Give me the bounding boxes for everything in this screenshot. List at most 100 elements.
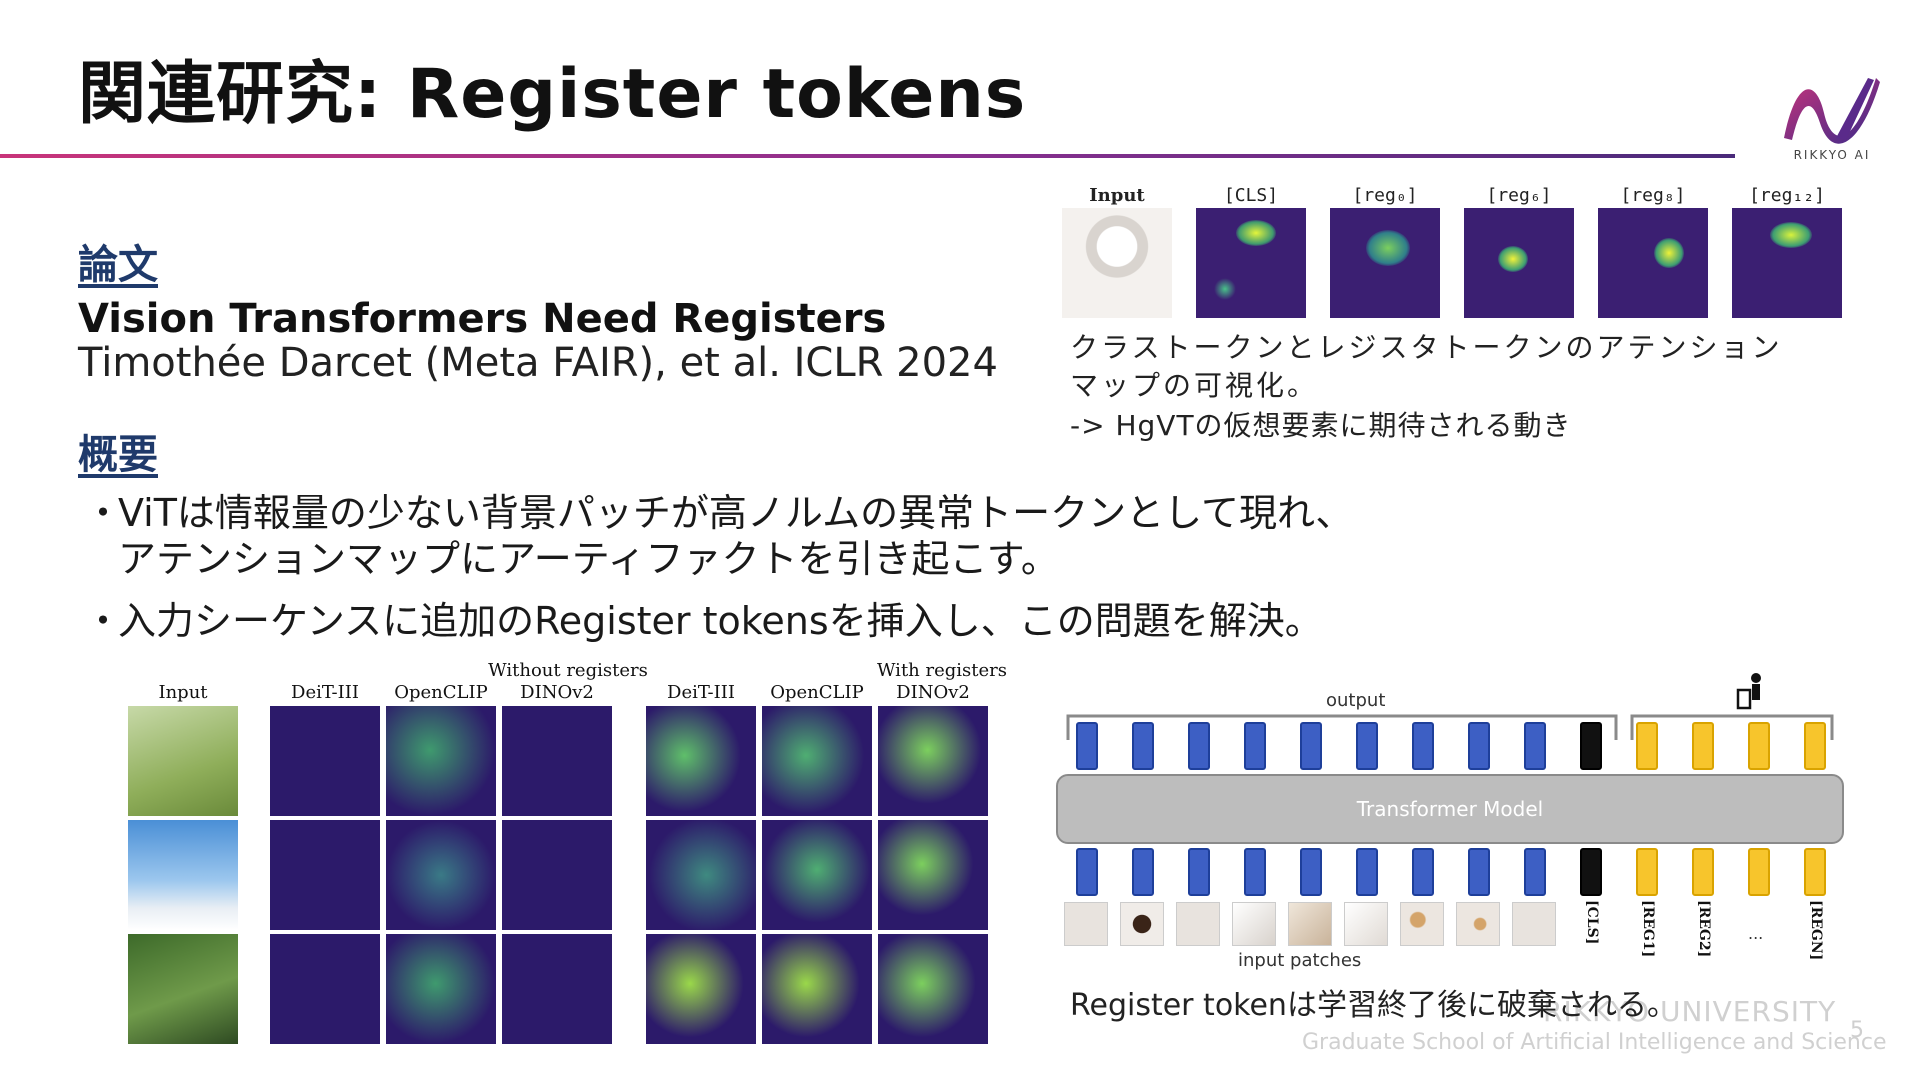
output-brackets bbox=[1066, 714, 1834, 740]
input-patch bbox=[1232, 902, 1276, 946]
slide-title: 関連研究: Register tokens bbox=[78, 55, 1027, 134]
input-patch bbox=[1400, 902, 1444, 946]
heatmap bbox=[646, 820, 756, 930]
token-name-regn: [REGN] bbox=[1808, 900, 1824, 961]
heatmap bbox=[762, 820, 872, 930]
output-register-token bbox=[1748, 722, 1770, 770]
output-token bbox=[1524, 722, 1546, 770]
diagram-input-label: input patches bbox=[1238, 950, 1362, 971]
attention-map-reg12 bbox=[1732, 208, 1842, 318]
university-watermark: RIKKYO UNIVERSITY bbox=[1543, 995, 1837, 1028]
page-number: 5 bbox=[1850, 1018, 1864, 1043]
heatmap bbox=[270, 820, 380, 930]
input-token bbox=[1412, 848, 1434, 896]
summary-bullet-2: ・入力シーケンスに追加のRegister tokensを挿入し、この問題を解決。 bbox=[84, 598, 1323, 644]
input-image-cablecar bbox=[128, 820, 238, 930]
input-patch bbox=[1344, 902, 1388, 946]
heatmap bbox=[762, 706, 872, 816]
input-register-token bbox=[1636, 848, 1658, 896]
output-token bbox=[1188, 722, 1210, 770]
attn-label-input: Input bbox=[1089, 185, 1145, 206]
fig-input-label: Input bbox=[158, 682, 208, 703]
token-name-reg1: [REG1] bbox=[1640, 900, 1656, 958]
token-name-cls: [CLS] bbox=[1584, 900, 1600, 945]
output-cls-token bbox=[1580, 722, 1602, 770]
input-register-token bbox=[1748, 848, 1770, 896]
fig-model-openclip-left: OpenCLIP bbox=[394, 682, 488, 703]
output-token bbox=[1076, 722, 1098, 770]
discard-caption: Register tokenは学習終了後に破棄される。 bbox=[1070, 988, 1677, 1023]
trash-icon bbox=[1736, 673, 1761, 710]
input-coffee-image bbox=[1062, 208, 1172, 318]
input-cls-token bbox=[1580, 848, 1602, 896]
heatmap bbox=[878, 820, 988, 930]
attn-label-reg6: [reg₆] bbox=[1486, 185, 1552, 206]
heatmap bbox=[502, 706, 612, 816]
fig-model-openclip-right: OpenCLIP bbox=[770, 682, 864, 703]
heatmap bbox=[646, 706, 756, 816]
fig-model-deit-left: DeiT-III bbox=[291, 682, 359, 703]
heatmap bbox=[386, 934, 496, 1044]
heatmap bbox=[878, 706, 988, 816]
attn-label-reg0: [reg₀] bbox=[1352, 185, 1418, 206]
attention-map-reg6 bbox=[1464, 208, 1574, 318]
bullet-marker: ・ bbox=[84, 491, 123, 535]
heatmap bbox=[386, 820, 496, 930]
input-image-insect bbox=[128, 706, 238, 816]
heatmap bbox=[646, 934, 756, 1044]
input-token bbox=[1076, 848, 1098, 896]
input-token bbox=[1300, 848, 1322, 896]
input-patch bbox=[1120, 902, 1164, 946]
group-label-without: Without registers bbox=[488, 660, 648, 681]
fig-model-deit-right: DeiT-III bbox=[667, 682, 735, 703]
attention-map-reg8 bbox=[1598, 208, 1708, 318]
paper-heading: 論文 bbox=[78, 242, 158, 288]
output-register-token bbox=[1636, 722, 1658, 770]
summary-heading: 概要 bbox=[78, 432, 158, 478]
transformer-model-box: Transformer Model bbox=[1056, 774, 1844, 844]
output-token bbox=[1132, 722, 1154, 770]
output-token bbox=[1356, 722, 1378, 770]
heatmap bbox=[386, 706, 496, 816]
input-patch bbox=[1064, 902, 1108, 946]
bullet-marker: ・ bbox=[84, 599, 123, 643]
output-token bbox=[1468, 722, 1490, 770]
output-register-token bbox=[1804, 722, 1826, 770]
heatmap bbox=[762, 934, 872, 1044]
input-token bbox=[1244, 848, 1266, 896]
input-patch bbox=[1512, 902, 1556, 946]
paper-authors: Timothée Darcet (Meta FAIR), et al. ICLR… bbox=[78, 340, 998, 386]
input-patch bbox=[1176, 902, 1220, 946]
attention-map-cls bbox=[1196, 208, 1306, 318]
logo-text: RIKKYO AI bbox=[1793, 148, 1871, 162]
input-register-token bbox=[1692, 848, 1714, 896]
attention-map-reg0 bbox=[1330, 208, 1440, 318]
rikkyo-ai-logo bbox=[1784, 78, 1880, 144]
attn-label-cls: [CLS] bbox=[1223, 185, 1279, 206]
input-register-token bbox=[1804, 848, 1826, 896]
diagram-output-label: output bbox=[1326, 690, 1386, 711]
input-image-bird bbox=[128, 934, 238, 1044]
token-name-reg2: [REG2] bbox=[1696, 900, 1712, 958]
bullet-2-text: 入力シーケンスに追加のRegister tokensを挿入し、この問題を解決。 bbox=[118, 599, 1323, 643]
heatmap bbox=[502, 934, 612, 1044]
title-divider bbox=[0, 154, 1735, 158]
input-token bbox=[1356, 848, 1378, 896]
input-token bbox=[1524, 848, 1546, 896]
heatmap bbox=[878, 934, 988, 1044]
bullet-1-line-1: ViTは情報量の少ない背景パッチが高ノルムの異常トークンとして現れ、 bbox=[118, 491, 1354, 535]
token-ellipsis: ... bbox=[1748, 924, 1764, 943]
output-token bbox=[1244, 722, 1266, 770]
summary-bullet-1: ・ViTは情報量の少ない背景パッチが高ノルムの異常トークンとして現れ、 アテンシ… bbox=[84, 490, 1353, 582]
attn-label-reg12: [reg₁₂] bbox=[1749, 185, 1825, 206]
heatmap bbox=[270, 934, 380, 1044]
heatmap bbox=[502, 820, 612, 930]
fig-model-dinov2-right: DINOv2 bbox=[896, 682, 970, 703]
school-watermark: Graduate School of Artificial Intelligen… bbox=[1302, 1030, 1887, 1055]
group-label-with: With registers bbox=[877, 660, 1007, 681]
attention-caption-line-3: -> HgVTの仮想要素に期待される動き bbox=[1070, 409, 1572, 442]
input-patch bbox=[1288, 902, 1332, 946]
input-token bbox=[1132, 848, 1154, 896]
input-token bbox=[1188, 848, 1210, 896]
output-token bbox=[1412, 722, 1434, 770]
